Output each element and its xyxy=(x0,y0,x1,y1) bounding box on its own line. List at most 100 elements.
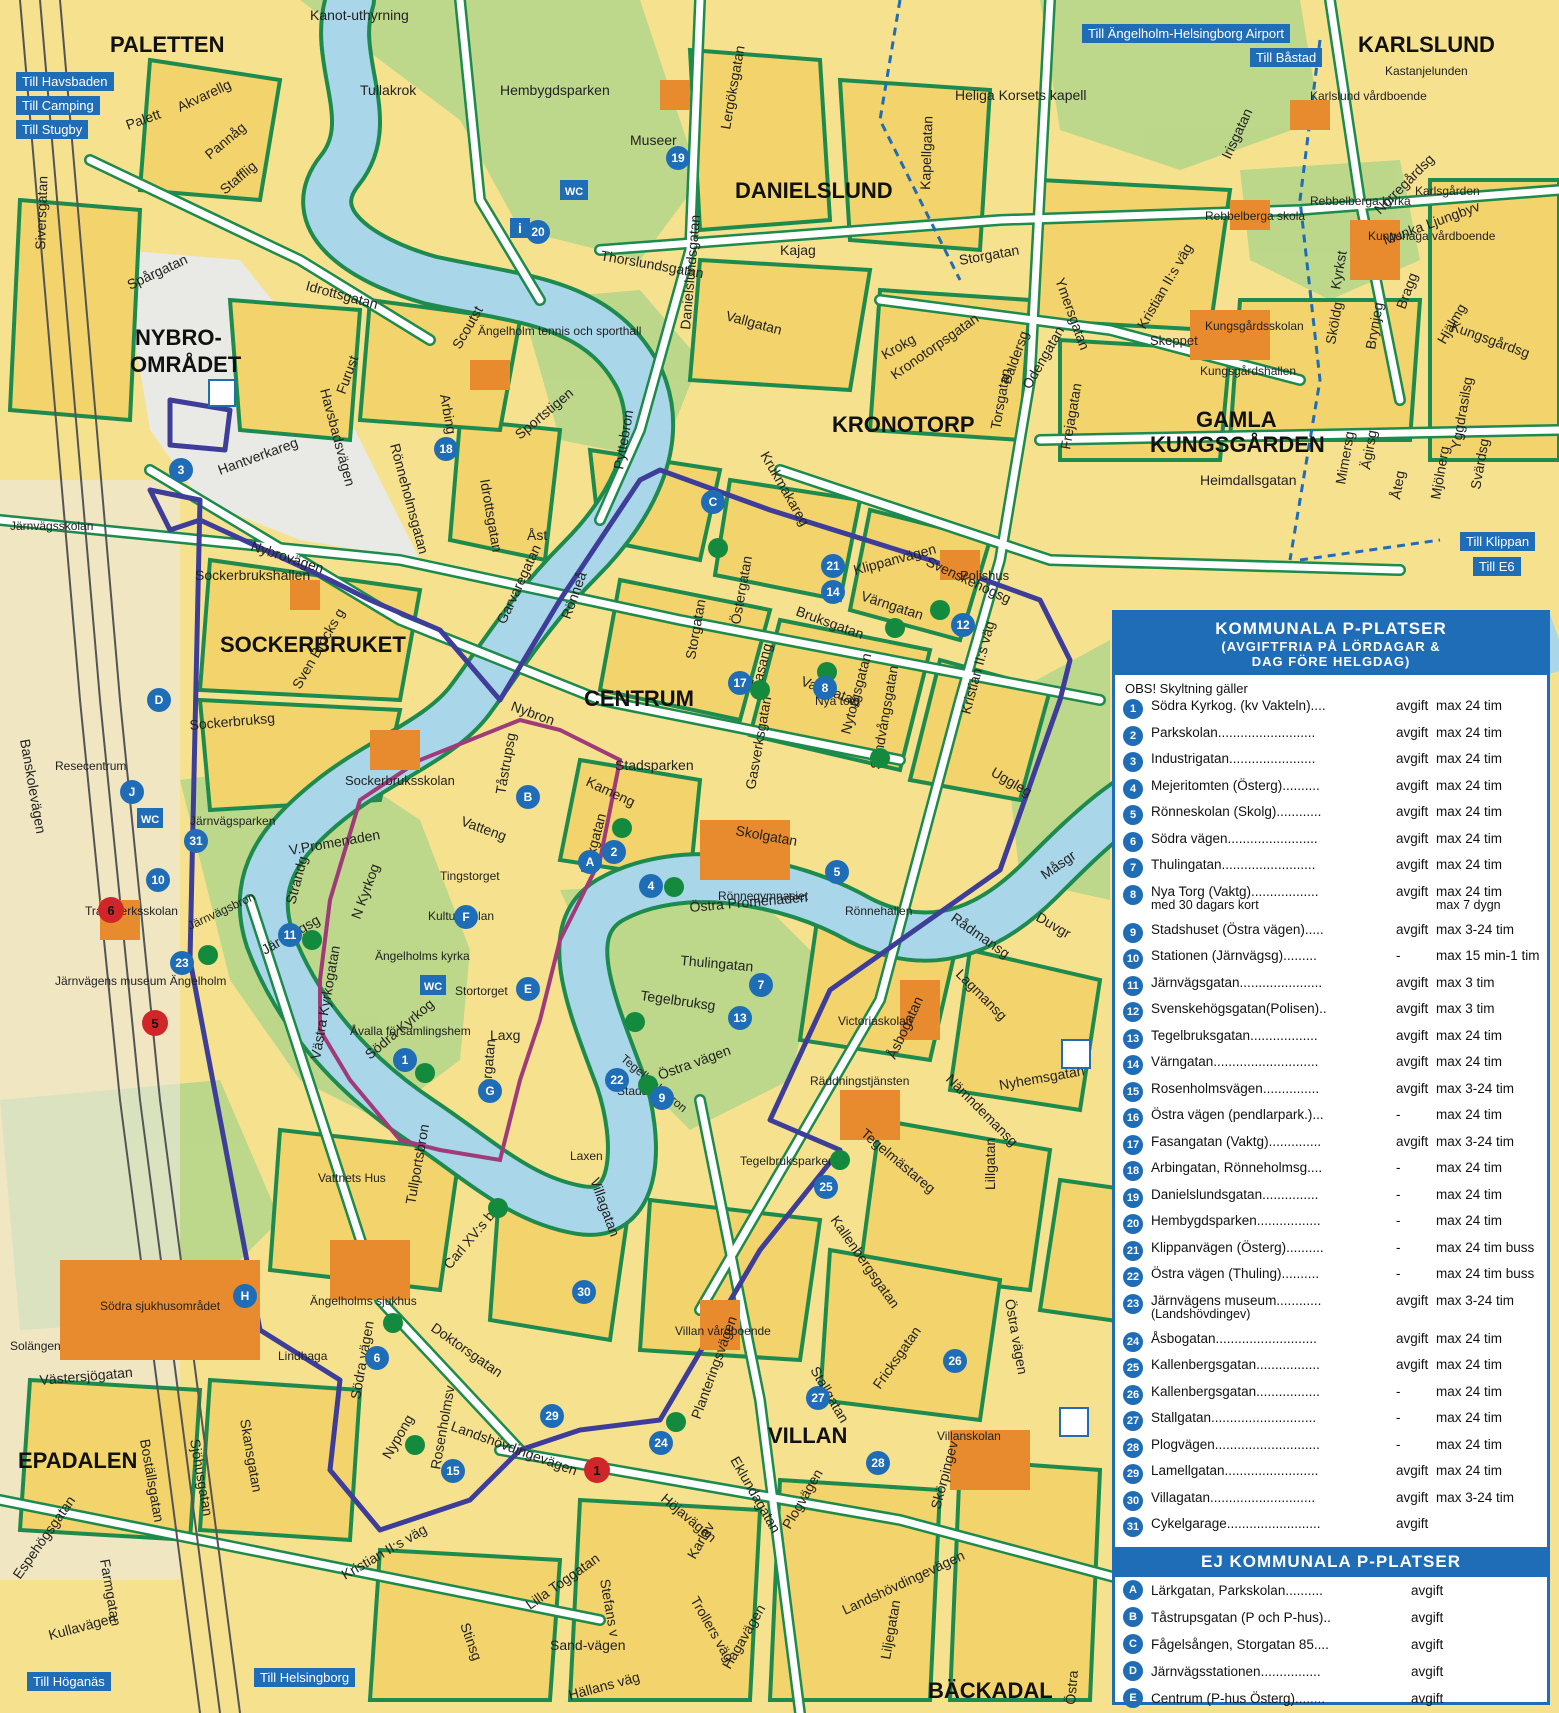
svg-text:21: 21 xyxy=(826,559,840,573)
parking-marker: 23 xyxy=(170,951,194,975)
red-marker-1: 1 xyxy=(584,1457,610,1483)
parking-name: Rosenholmsvägen............... xyxy=(1151,1081,1396,1096)
parking-max-time: max 24 tim xyxy=(1436,1357,1546,1372)
parking-max-time: max 24 tim xyxy=(1436,1331,1546,1346)
district-sockerbruket: SOCKERBRUKET xyxy=(220,632,406,657)
parking-fee: avgift xyxy=(1411,1609,1444,1625)
parking-marker: 24 xyxy=(649,1431,673,1455)
district-epadalen: EPADALEN xyxy=(18,1448,137,1473)
parking-number-badge: 6 xyxy=(1123,831,1143,852)
svg-text:1: 1 xyxy=(402,1053,409,1067)
parking-marker: 12 xyxy=(951,613,975,637)
parking-fee: - xyxy=(1396,1239,1401,1255)
svg-text:11: 11 xyxy=(284,928,297,942)
parking-fee: avgift xyxy=(1396,804,1429,819)
parking-name-text: Svenskehögsgatan(Polisen).. xyxy=(1151,1001,1327,1016)
street-label: Åst xyxy=(527,527,547,543)
parking-fee: - xyxy=(1396,1410,1401,1425)
buildings xyxy=(60,80,1400,1490)
district-kungsgarden: KUNGSGÅRDEN xyxy=(1150,431,1325,457)
direction-e6: Till E6 xyxy=(1473,557,1521,576)
parking-letter-badge: B xyxy=(1123,1607,1143,1627)
parking-fee: avgift xyxy=(1411,1663,1444,1679)
svg-text:J: J xyxy=(129,785,136,799)
street-label: Laxg xyxy=(490,1027,520,1043)
parking-name: Kallenbergsgatan................. xyxy=(1151,1384,1396,1399)
street-label: Södra sjukhusområdet xyxy=(100,1299,221,1313)
street-label: Räddningstjänsten xyxy=(810,1074,909,1088)
parking-letter-badge: E xyxy=(1123,1688,1143,1708)
parking-max-time: max 24 tim xyxy=(1436,778,1546,793)
street-label: Karlslund vårdboende xyxy=(1310,89,1427,103)
street-label: Rebbelberga kyrka xyxy=(1310,194,1411,208)
parking-max-time: max 3-24 tim xyxy=(1436,1490,1546,1505)
parking-name: Lamellgatan......................... xyxy=(1151,1463,1396,1478)
parking-fee: avgift xyxy=(1396,751,1429,766)
svg-text:20: 20 xyxy=(531,225,545,239)
parking-max-time: max 24 tim xyxy=(1436,1107,1546,1122)
parking-number-badge: 15 xyxy=(1123,1081,1143,1102)
private-parking-header: EJ KOMMUNALA P-PLATSER xyxy=(1115,1546,1547,1577)
parking-max-time: max 24 tim xyxy=(1436,751,1546,766)
parking-marker: 13 xyxy=(728,1006,752,1030)
street-label: Sockerbrukshallen xyxy=(195,567,310,583)
parking-name: Östra vägen (Thuling).......... xyxy=(1151,1266,1396,1281)
street-label: Kastanjelunden xyxy=(1385,64,1468,78)
parking-fee: - xyxy=(1396,1383,1401,1399)
svg-text:15: 15 xyxy=(446,1464,460,1478)
parking-name: Stadshuset (Östra vägen)..... xyxy=(1151,922,1396,937)
street-label: Lillgatan xyxy=(982,1138,998,1190)
street-label: Kyrkst xyxy=(1327,249,1350,290)
district-danielslund: DANIELSLUND xyxy=(735,178,893,203)
parking-name-text: Stallgatan............................ xyxy=(1151,1410,1317,1425)
street-label: Rebbelberga skola xyxy=(1205,209,1305,223)
parking-name: Danielslundsgatan............... xyxy=(1151,1187,1396,1202)
parking-fee: - xyxy=(1396,948,1401,963)
parking-max-time: max 3 tim xyxy=(1436,975,1546,990)
svg-text:5: 5 xyxy=(151,1016,158,1031)
street-label: Ängelholm tennis och sporthall xyxy=(478,324,641,338)
street-label: Heliga Korsets kapell xyxy=(955,87,1087,103)
parking-name: Stationen (Järnvägsg)......... xyxy=(1151,948,1396,963)
parking-marker: 18 xyxy=(434,437,458,461)
parking-max-time: max 24 tim xyxy=(1436,1463,1546,1478)
parking-marker: 2 xyxy=(602,840,626,864)
parking-marker: 26 xyxy=(943,1349,967,1373)
parking-marker: D xyxy=(147,688,171,712)
parking-number-badge: 26 xyxy=(1123,1384,1143,1405)
legend-title: KOMMUNALA P-PLATSER xyxy=(1215,619,1447,638)
red-marker-5: 5 xyxy=(142,1010,168,1036)
parking-number-badge: 14 xyxy=(1123,1055,1143,1075)
wc-icon xyxy=(137,808,163,828)
parking-number-badge: 11 xyxy=(1123,975,1143,996)
legend-subtitle-1: (AVGIFTFRIA PÅ LÖRDAGAR & xyxy=(1221,639,1441,654)
street-label: Vattnets Hus xyxy=(318,1171,386,1185)
legend-subtitle-2: DAG FÖRE HELGDAG) xyxy=(1251,654,1411,669)
parking-marker: 10 xyxy=(146,868,170,892)
parking-marker: E xyxy=(516,977,540,1001)
parking-number-badge: 10 xyxy=(1123,949,1143,969)
parking-max-time-text: max 24 tim xyxy=(1436,1357,1503,1372)
street-label: Sköldg xyxy=(1322,301,1345,346)
parking-max-time: max 24 tim xyxy=(1436,1437,1546,1452)
parking-max-time: max 24 tim xyxy=(1436,857,1546,872)
parking-marker: J xyxy=(120,780,144,804)
parking-max-time-text: max 24 tim xyxy=(1436,1383,1503,1399)
svg-text:22: 22 xyxy=(610,1073,624,1087)
street-label: Stortorget xyxy=(455,984,508,998)
parking-name-text: Nya Torg (Vaktg).................. xyxy=(1151,883,1319,899)
parking-name-text: Stationen (Järnvägsg)......... xyxy=(1151,948,1317,963)
parking-name-text: Södra Kyrkog. (kv Vakteln).... xyxy=(1151,698,1326,713)
svg-text:F: F xyxy=(462,910,469,924)
svg-text:5: 5 xyxy=(834,865,841,879)
parking-max-time: max 24 tim xyxy=(1436,1160,1546,1175)
parking-name: Cykelgarage......................... xyxy=(1151,1516,1396,1531)
street-label: Järnvägsparken xyxy=(190,814,275,828)
district-nybro-2: OMRÅDET xyxy=(130,351,242,377)
parking-fee: avgift xyxy=(1396,857,1429,872)
svg-text:WC: WC xyxy=(141,814,159,826)
parking-max-time: max 24 tim xyxy=(1436,831,1546,846)
